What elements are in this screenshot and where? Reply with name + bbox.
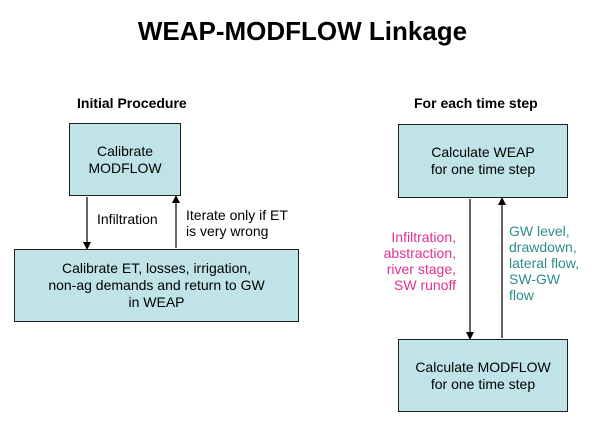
iterate-label: Iterate only if ET is very wrong	[186, 207, 288, 239]
box-text-line: for one time step	[430, 161, 536, 177]
calibrate-weap-box: Calibrate ET, losses, irrigation, non-ag…	[14, 249, 299, 322]
box-text-line: for one time step	[430, 375, 536, 392]
calibrate-modflow-box: Calibrate MODFLOW	[69, 123, 181, 196]
label-line: Infiltration,	[391, 229, 456, 245]
time-step-heading: For each time step	[414, 95, 538, 111]
initial-procedure-heading: Initial Procedure	[77, 95, 187, 111]
box-text-line: in WEAP	[128, 294, 185, 310]
diagram-title: WEAP-MODFLOW Linkage	[137, 16, 468, 46]
calculate-weap-box: Calculate WEAP for one time step	[398, 124, 568, 198]
box-text-line: non-ag demands and return to GW	[48, 277, 265, 293]
label-line: Iterate only if ET	[186, 207, 288, 223]
calculate-modflow-box: Calculate MODFLOW for one time step	[398, 339, 568, 412]
label-line: river stage,	[386, 261, 456, 277]
up-flow-label: GW level, drawdown, lateral flow, SW-GW …	[509, 223, 579, 303]
label-line: drawdown,	[509, 239, 577, 255]
label-line: SW-GW	[509, 271, 561, 287]
label-line: lateral flow,	[509, 255, 580, 271]
box-text-line: Calculate WEAP	[431, 144, 535, 160]
label-line: GW level,	[509, 223, 570, 239]
box-text-line: Calibrate	[96, 142, 153, 159]
down-flow-label: Infiltration, abstraction, river stage, …	[370, 229, 456, 293]
infiltration-label: Infiltration	[97, 211, 158, 227]
box-text-line: Calculate MODFLOW	[415, 358, 551, 375]
label-line: is very wrong	[186, 223, 269, 239]
label-line: flow	[509, 287, 534, 303]
label-line: abstraction,	[383, 245, 456, 261]
label-line: SW runoff	[394, 277, 456, 293]
box-text-line: MODFLOW	[88, 159, 162, 176]
box-text-line: Calibrate ET, losses, irrigation,	[61, 260, 252, 276]
